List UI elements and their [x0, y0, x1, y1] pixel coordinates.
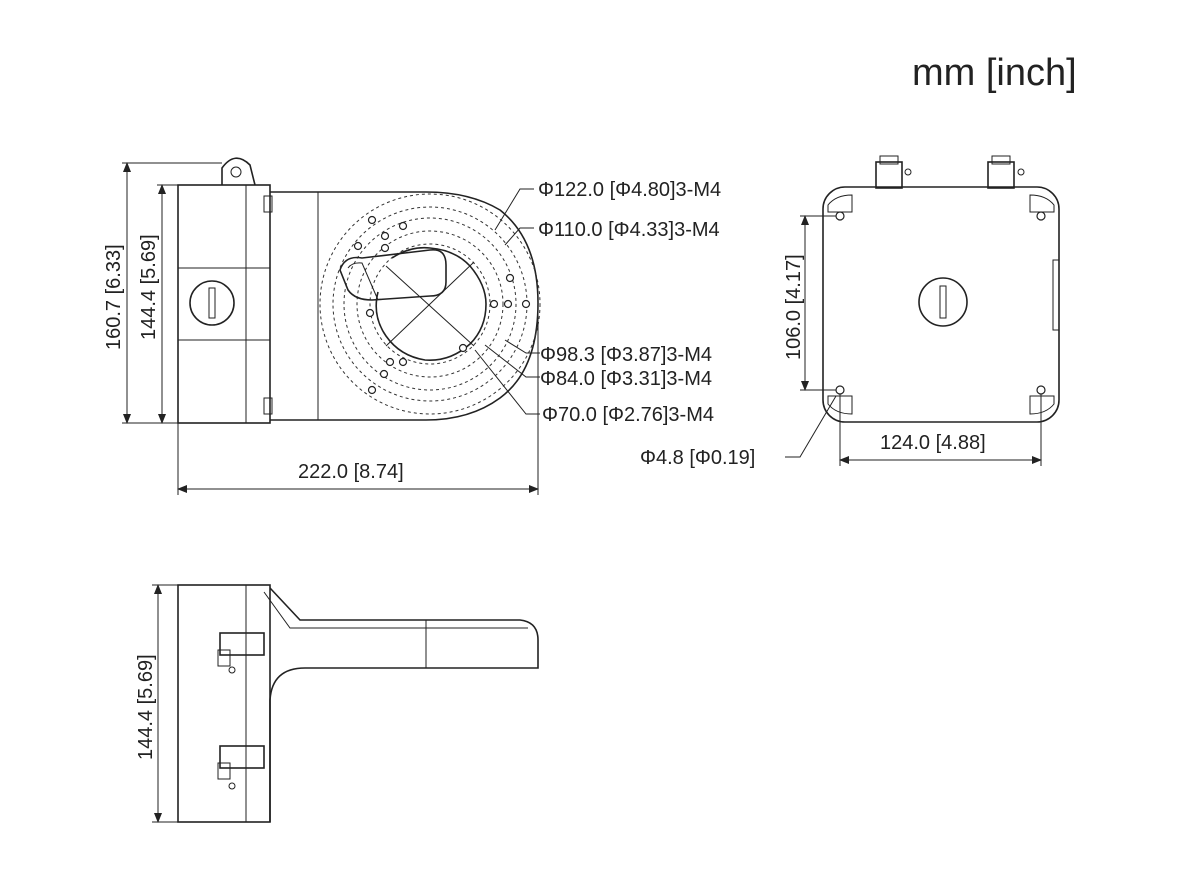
back-hole-tr — [1036, 211, 1046, 221]
label-hole-diameter: Φ4.8 [Φ0.19] — [640, 447, 755, 469]
back-lug-left — [875, 161, 903, 189]
dim-side-height: 144.4 [5.69] — [135, 654, 157, 760]
front-box-body — [177, 184, 271, 424]
label-phi-70: Φ70.0 [Φ2.76]3-M4 — [542, 404, 714, 426]
back-lug-right — [987, 161, 1015, 189]
back-plate — [822, 186, 1060, 423]
side-arm — [269, 587, 539, 822]
front-view: Φ122.0 [Φ4.80]3-M4 Φ110.0 [Φ4.33]3-M4 Φ9… — [103, 157, 721, 495]
side-box-body — [177, 584, 271, 823]
back-hole-tl — [835, 211, 845, 221]
circle-84 — [356, 230, 504, 378]
dim-back-width: 124.0 [4.88] — [880, 432, 986, 454]
units-label: mm [inch] — [912, 52, 1077, 94]
circle-98 — [343, 217, 517, 391]
side-view: 144.4 [5.69] — [135, 584, 539, 823]
dim-height-inner: 144.4 [5.69] — [138, 234, 160, 340]
dim-width: 222.0 [8.74] — [298, 461, 404, 483]
circle-122 — [319, 193, 541, 415]
dim-back-height: 106.0 [4.17] — [783, 254, 805, 360]
front-screw — [189, 280, 235, 326]
front-top-lug — [221, 157, 256, 186]
back-view: 106.0 [4.17] 124.0 [4.88] Φ4.8 [Φ0.19] — [640, 155, 1060, 469]
label-phi-98: Φ98.3 [Φ3.87]3-M4 — [540, 344, 712, 366]
label-phi-84: Φ84.0 [Φ3.31]3-M4 — [540, 368, 712, 390]
back-screw — [918, 277, 968, 327]
back-hole-bl — [835, 385, 845, 395]
label-phi-110: Φ110.0 [Φ4.33]3-M4 — [538, 219, 720, 241]
label-phi-122: Φ122.0 [Φ4.80]3-M4 — [538, 179, 721, 201]
dim-height-outer: 160.7 [6.33] — [103, 244, 125, 350]
back-hole-br — [1036, 385, 1046, 395]
cable-slot — [339, 248, 447, 301]
